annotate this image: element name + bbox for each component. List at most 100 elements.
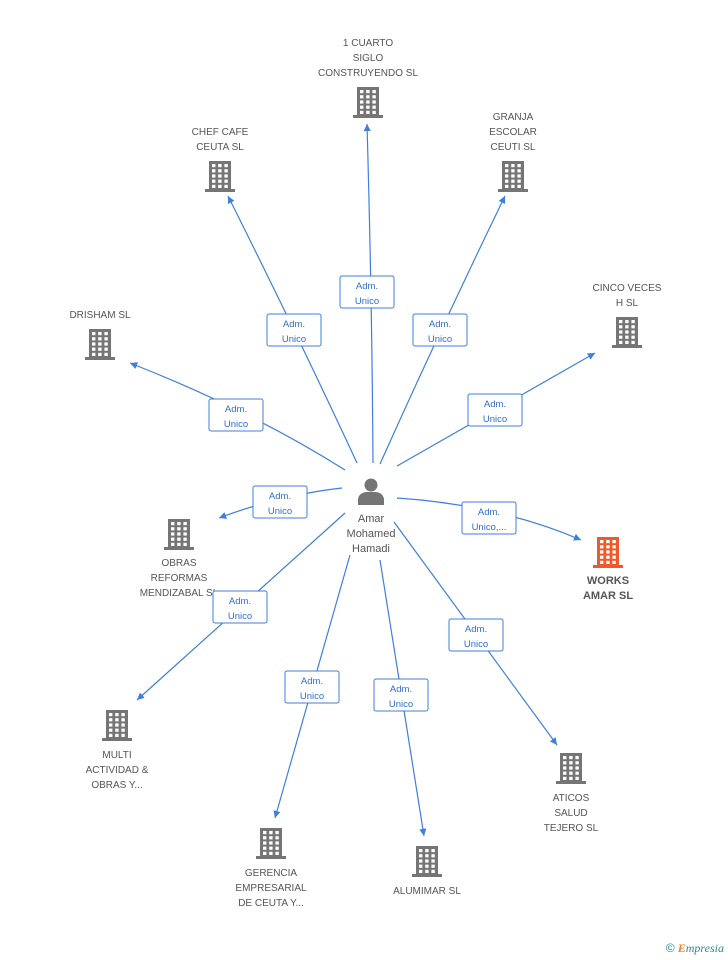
relation-box bbox=[448, 618, 504, 652]
copyright-icon: © bbox=[665, 941, 675, 955]
relation-text-line: Adm. bbox=[229, 596, 251, 607]
company-node-c5[interactable]: DRISHAM SL bbox=[69, 310, 131, 360]
company-label-c5-line: DRISHAM SL bbox=[69, 310, 131, 321]
company-label-c4-line: H SL bbox=[616, 298, 639, 309]
company-label-c11: ALUMIMAR SL bbox=[393, 886, 461, 897]
relation-text: Adm.Unico bbox=[483, 399, 507, 425]
edges-layer bbox=[129, 123, 596, 837]
person-name-line: Hamadi bbox=[352, 543, 390, 555]
relation-text-line: Unico bbox=[355, 296, 379, 307]
relation-text: Adm. Unico bbox=[224, 404, 248, 430]
relation-text: Adm.Unico bbox=[300, 676, 324, 702]
relation-labels-layer: Adm.UnicoAdm.UnicoAdm.UnicoAdm.UnicoAdm.… bbox=[208, 275, 523, 712]
relation-text-line: Adm. bbox=[478, 507, 500, 518]
empresia-logo[interactable]: ©Empresia bbox=[666, 941, 724, 956]
company-label-c4-line: CINCO VECES bbox=[593, 283, 662, 294]
relation-text-line: Adm. bbox=[465, 624, 487, 635]
company-label-c3-line: CEUTI SL bbox=[490, 142, 535, 153]
building-icon bbox=[102, 710, 132, 741]
company-label-c7-line: AMAR SL bbox=[583, 590, 633, 602]
company-label-c9-line: TEJERO SL bbox=[544, 823, 599, 834]
relation-text-line: Adm. bbox=[269, 491, 291, 502]
relation-text-line: Unico bbox=[282, 334, 306, 345]
brand-initial: E bbox=[677, 941, 686, 955]
company-label-c2-line: CEUTA SL bbox=[196, 142, 244, 153]
relation-text-line: Unico bbox=[483, 414, 507, 425]
company-label-c9: ATICOS SALUD TEJERO SL bbox=[544, 793, 599, 834]
relation-text: Adm.Unico bbox=[228, 596, 252, 622]
relation-text-line: Adm. bbox=[225, 404, 247, 415]
building-icon bbox=[256, 828, 286, 859]
relation-text-line: Adm. bbox=[429, 319, 451, 330]
building-icon bbox=[85, 329, 115, 360]
building-icon bbox=[412, 846, 442, 877]
relation-text: Adm. Unico bbox=[428, 319, 452, 345]
company-label-c2-line: CHEF CAFE bbox=[192, 127, 249, 138]
company-label-c6-line: OBRAS bbox=[161, 558, 196, 569]
company-label-c10-line: GERENCIA bbox=[245, 868, 298, 879]
relation-label-c6[interactable]: Adm. Unico bbox=[252, 485, 308, 519]
relation-text: Adm. Unico bbox=[464, 624, 488, 650]
company-label-c6: OBRAS REFORMAS MENDIZABAL SL bbox=[140, 558, 219, 599]
relation-text: Adm. Unico bbox=[268, 491, 292, 517]
relation-text-line: Unico bbox=[389, 699, 413, 710]
company-label-c6-line: MENDIZABAL SL bbox=[140, 588, 219, 599]
relation-text-line: Unico bbox=[224, 419, 248, 430]
relation-text-line: Unico bbox=[428, 334, 452, 345]
company-label-c6-line: REFORMAS bbox=[151, 573, 208, 584]
relation-text-line: Adm. bbox=[356, 281, 378, 292]
relation-text-line: Adm. bbox=[301, 676, 323, 687]
relation-box bbox=[467, 393, 523, 427]
building-icon bbox=[556, 753, 586, 784]
company-label-c1-line: CONSTRUYENDO SL bbox=[318, 68, 418, 79]
relation-label-c11[interactable]: Adm. Unico bbox=[373, 678, 429, 712]
relation-text-line: Unico bbox=[464, 639, 488, 650]
relation-label-c10[interactable]: Adm.Unico bbox=[284, 670, 340, 704]
relation-text: Adm.Unico bbox=[282, 319, 306, 345]
company-label-c9-line: ATICOS bbox=[553, 793, 590, 804]
person-icon bbox=[358, 478, 384, 505]
company-label-c10-line: DE CEUTA Y... bbox=[238, 898, 304, 909]
relation-text-line: Unico bbox=[268, 506, 292, 517]
relation-box bbox=[412, 313, 468, 347]
company-label-c3-line: GRANJA bbox=[493, 112, 534, 123]
brand-name: mpresia bbox=[685, 941, 724, 955]
company-label-c9-line: SALUD bbox=[554, 808, 587, 819]
person-name-line: Mohamed bbox=[347, 528, 396, 540]
relation-box bbox=[212, 590, 268, 624]
relation-box bbox=[284, 670, 340, 704]
relation-label-c3[interactable]: Adm. Unico bbox=[412, 313, 468, 347]
company-node-c6[interactable]: OBRAS REFORMAS MENDIZABAL SL bbox=[140, 519, 219, 599]
relation-label-c7[interactable]: Adm. Unico,... bbox=[461, 501, 517, 535]
company-node-c4[interactable]: CINCO VECES H SL bbox=[593, 283, 662, 348]
company-label-c10-line: EMPRESARIAL bbox=[235, 883, 307, 894]
building-icon bbox=[164, 519, 194, 550]
relation-text: Adm. Unico bbox=[389, 684, 413, 710]
relation-box bbox=[461, 501, 517, 535]
relation-text-line: Adm. bbox=[390, 684, 412, 695]
relation-text-line: Unico,... bbox=[472, 522, 507, 533]
relation-box bbox=[339, 275, 395, 309]
relation-label-c4[interactable]: Adm.Unico bbox=[467, 393, 523, 427]
relation-label-c8[interactable]: Adm.Unico bbox=[212, 590, 268, 624]
building-icon bbox=[353, 87, 383, 118]
building-icon bbox=[498, 161, 528, 192]
relation-label-c9[interactable]: Adm. Unico bbox=[448, 618, 504, 652]
relation-label-c1[interactable]: Adm. Unico bbox=[339, 275, 395, 309]
company-node-c10[interactable]: GERENCIA EMPRESARIAL DE CEUTA Y... bbox=[235, 828, 307, 909]
company-label-c8-line: MULTI bbox=[102, 750, 131, 761]
company-label-c1-line: 1 CUARTO bbox=[343, 38, 393, 49]
company-node-c11[interactable]: ALUMIMAR SL bbox=[393, 846, 461, 897]
company-node-c9[interactable]: ATICOS SALUD TEJERO SL bbox=[544, 753, 599, 834]
relation-label-c2[interactable]: Adm.Unico bbox=[266, 313, 322, 347]
company-node-c2[interactable]: CHEF CAFE CEUTA SL bbox=[192, 127, 249, 192]
relation-label-c5[interactable]: Adm. Unico bbox=[208, 398, 264, 432]
